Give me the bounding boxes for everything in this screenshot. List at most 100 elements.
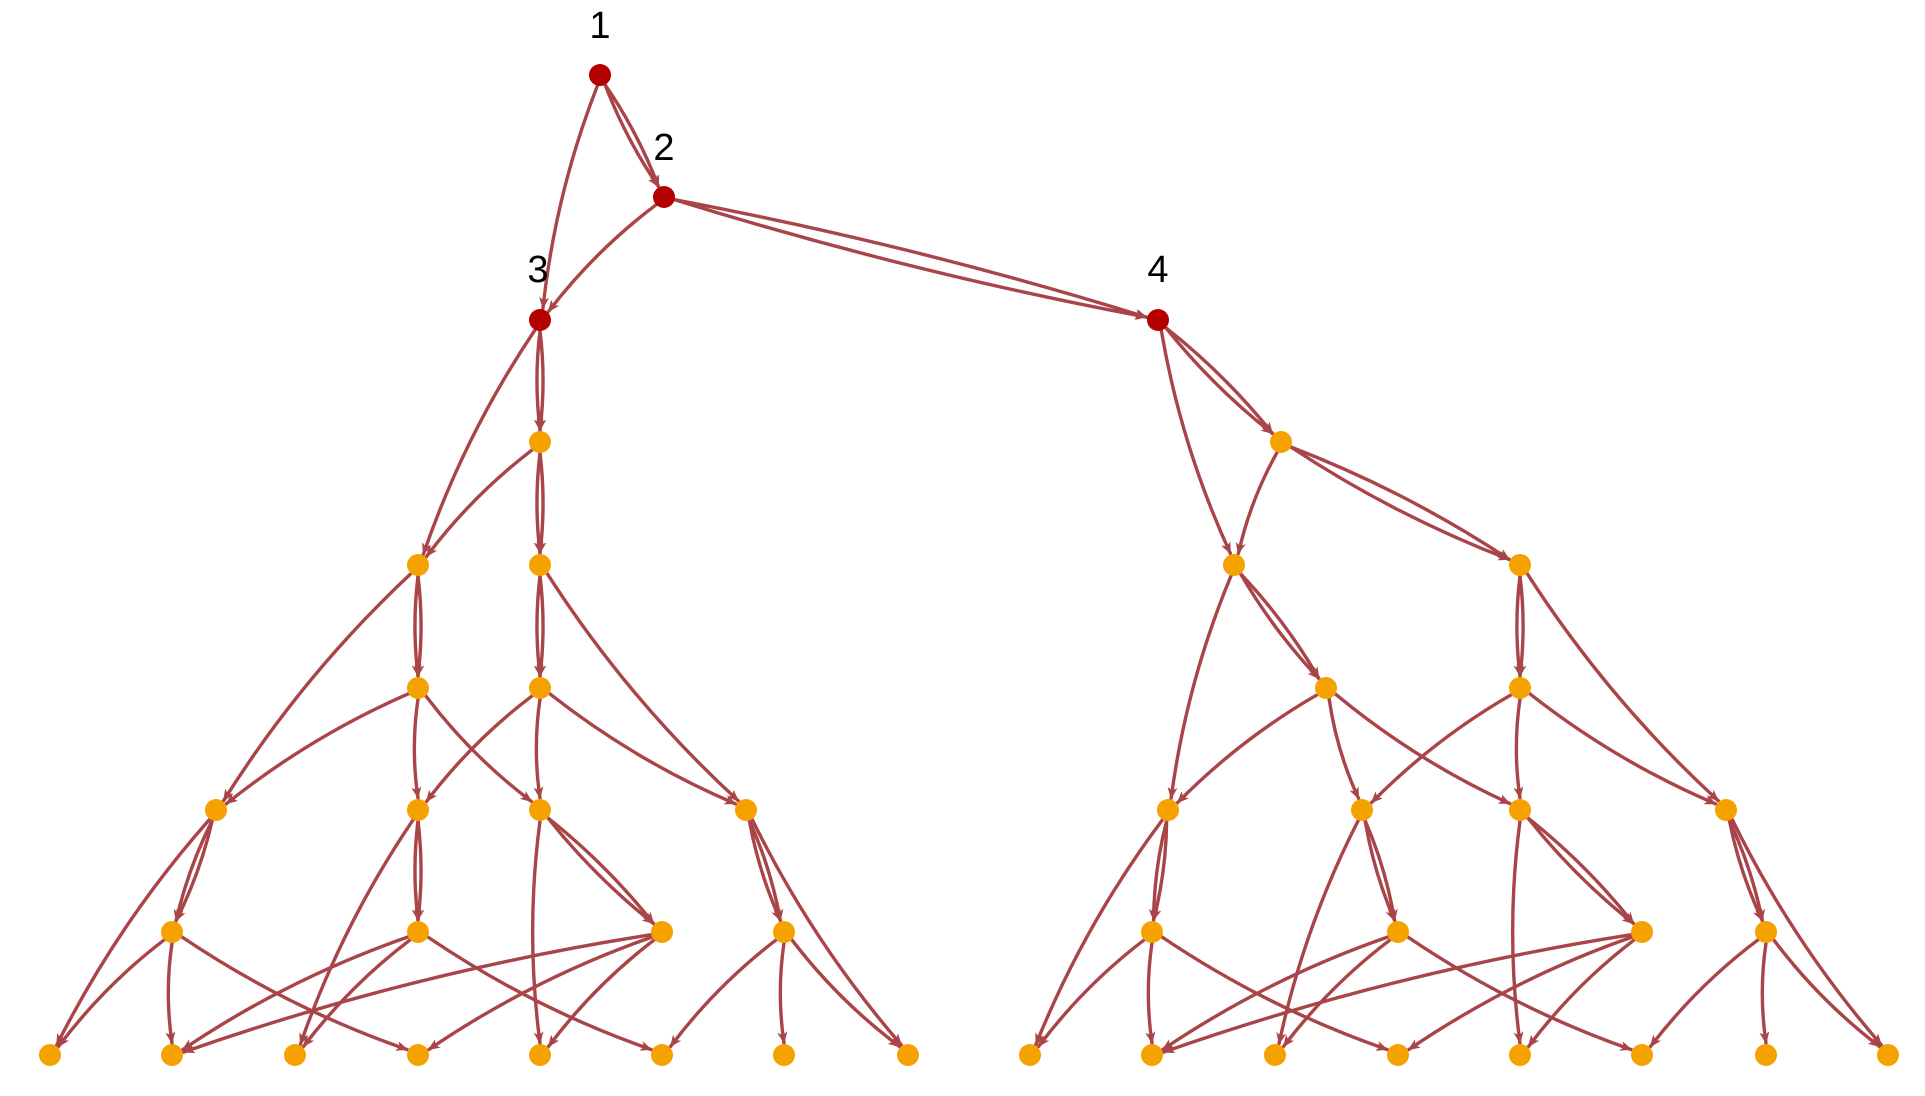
node-b1 (1270, 431, 1292, 453)
node-a20 (651, 1044, 673, 1066)
labels-layer: 1 2 3 4 (527, 5, 1168, 291)
node-a2 (407, 554, 429, 576)
node-a6 (205, 799, 227, 821)
node-a8 (529, 799, 551, 821)
node-b8 (1509, 799, 1531, 821)
node-a1 (529, 431, 551, 453)
edge-a2-a6 (221, 571, 413, 803)
node-b4 (1315, 677, 1337, 699)
edge-b5-b9 (1527, 691, 1718, 806)
edge-a4-a8 (424, 694, 534, 804)
edge-b11-b17 (1281, 938, 1392, 1049)
edge-b5-b7 (1369, 693, 1513, 805)
edge-b12-b19 (1526, 938, 1636, 1049)
edge-b4-b7 (1327, 696, 1361, 801)
edge-b8-b19 (1510, 819, 1524, 1045)
edge-a3-a5-2 (533, 574, 544, 678)
node-label-3: 3 (527, 249, 548, 291)
node-a5 (529, 677, 551, 699)
node-b5 (1509, 677, 1531, 699)
edge-a6-a10-2 (173, 818, 214, 923)
node-b3 (1509, 554, 1531, 576)
edge-a12-a18 (427, 935, 654, 1052)
edge-n1-n3 (539, 84, 600, 310)
edge-b9-b22 (1730, 817, 1884, 1047)
edge-b12-b18 (1407, 935, 1634, 1052)
node-a11 (407, 921, 429, 943)
edge-a4-a6 (224, 692, 411, 806)
edge-b2-b4-1 (1238, 572, 1321, 681)
edge-a3-a9 (545, 571, 740, 803)
edge-a2-a4-1 (414, 574, 425, 678)
node-b11 (1387, 921, 1409, 943)
edge-a13-a21 (777, 941, 788, 1045)
node-b12 (1631, 921, 1653, 943)
node-a15 (39, 1044, 61, 1066)
edge-b13-b22 (1772, 938, 1882, 1049)
edge-a9-a22 (750, 817, 904, 1047)
edge-a13-a22 (790, 938, 902, 1049)
node-a16 (161, 1044, 183, 1066)
node-2 (653, 186, 675, 208)
edge-a10-a16 (165, 941, 176, 1045)
edge-a4-a7 (411, 697, 422, 800)
edge-a5-a7 (424, 694, 534, 804)
node-a10 (161, 921, 183, 943)
edge-n4-b1-2 (1164, 326, 1275, 436)
edge-n4-b2 (1159, 328, 1233, 556)
edge-n3-a1-2 (533, 329, 544, 432)
edge-b11-b20 (1406, 935, 1633, 1052)
edge-a7-a17 (298, 818, 415, 1046)
edge-n2-n4-1 (673, 198, 1149, 319)
edge-b1-b3-1 (1289, 445, 1511, 562)
node-b22 (1877, 1044, 1899, 1066)
edge-n1-n2-1 (603, 83, 661, 189)
node-b21 (1755, 1044, 1777, 1066)
node-label-4: 4 (1147, 249, 1168, 291)
edge-a8-a12-1 (546, 816, 656, 926)
edge-a12-a19 (546, 938, 656, 1049)
node-a4 (407, 677, 429, 699)
edge-n3-a2 (421, 328, 537, 556)
edge-b5-b8 (1513, 697, 1524, 800)
node-a9 (735, 799, 757, 821)
edge-b4-b6 (1175, 693, 1319, 805)
edge-a1-a3-1 (536, 451, 547, 555)
node-a13 (773, 921, 795, 943)
edge-a8-a19 (530, 819, 544, 1045)
node-a12 (651, 921, 673, 943)
node-a3 (529, 554, 551, 576)
edge-b3-b5-1 (1516, 574, 1527, 678)
edge-a11-a20 (426, 935, 653, 1052)
edge-a3-a5-1 (536, 574, 547, 678)
edge-b2-b4-2 (1238, 572, 1321, 681)
edge-b12-b16 (1161, 933, 1633, 1054)
edge-a7-a11-1 (414, 819, 425, 922)
node-b6 (1157, 799, 1179, 821)
node-b15 (1019, 1044, 1041, 1066)
edge-b10-b18 (1160, 935, 1389, 1052)
edge-b13-b20 (1648, 938, 1760, 1049)
edge-a12-a16 (181, 933, 653, 1054)
node-a21 (773, 1044, 795, 1066)
node-b9 (1715, 799, 1737, 821)
edge-a11-a16 (181, 935, 410, 1052)
edge-b7-b11-2 (1363, 818, 1397, 923)
edge-a8-a12-2 (546, 816, 656, 926)
nodes-layer (39, 64, 1899, 1066)
edge-a6-a15 (55, 817, 212, 1047)
edge-b7-b17 (1276, 818, 1360, 1046)
edge-a2-a4-2 (411, 574, 422, 678)
edge-n1-n2-2 (603, 83, 661, 189)
node-a19 (529, 1044, 551, 1066)
edge-n3-a1-1 (536, 329, 547, 432)
edge-b3-b9 (1525, 571, 1720, 803)
node-3 (529, 309, 551, 331)
node-b13 (1755, 921, 1777, 943)
edge-b1-b2 (1235, 450, 1279, 556)
edge-a11-a17 (301, 938, 412, 1049)
edge-a1-a2 (424, 448, 534, 559)
edge-n4-b1-1 (1164, 326, 1275, 436)
edge-a13-a20 (668, 938, 778, 1049)
